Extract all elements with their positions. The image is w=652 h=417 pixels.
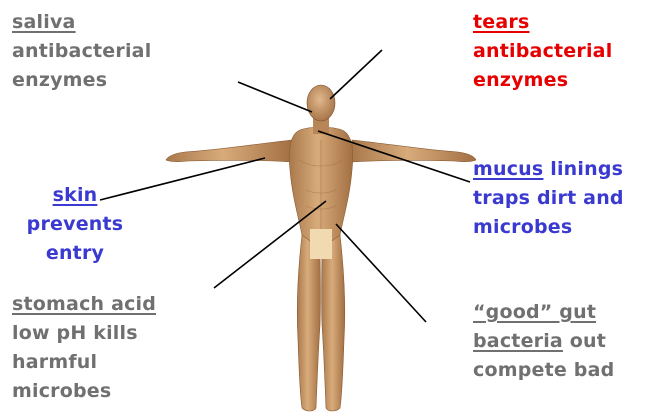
mucus-title-line: mucus linings (473, 155, 624, 184)
skin-line-1: prevents (12, 210, 138, 239)
saliva-line-1: antibacterial (12, 37, 151, 66)
saliva-title: saliva (12, 8, 151, 37)
right-arm (352, 140, 476, 162)
human-figure (166, 85, 476, 411)
gut-line-1: compete bad (473, 356, 614, 385)
left-arm (166, 140, 292, 162)
mucus-title: mucus (473, 158, 543, 180)
stomach-line-1: low pH kills (12, 319, 156, 348)
stomach-title: stomach acid (12, 290, 156, 319)
gut-title: “good” gut (473, 298, 614, 327)
head (307, 85, 335, 121)
pointer-lines (100, 50, 470, 322)
right-leg (322, 235, 345, 411)
left-leg (297, 235, 320, 411)
saliva-line-2: enzymes (12, 66, 151, 95)
gut-title2-rest: out (563, 330, 606, 352)
tears-line-1: antibacterial (473, 37, 612, 66)
tears-line-2: enzymes (473, 66, 612, 95)
mucus-title-rest: linings (543, 158, 623, 180)
gut-title2: bacteria (473, 330, 563, 352)
mucus-label: mucus linings traps dirt and microbes (473, 155, 624, 242)
pointer-gut (336, 224, 426, 322)
pointer-tears (330, 50, 382, 99)
skin-label: skin prevents entry (12, 181, 138, 268)
stomach-acid-label: stomach acid low pH kills harmful microb… (12, 290, 156, 406)
mucus-line-2: microbes (473, 213, 624, 242)
censor-patch (310, 229, 332, 259)
skin-title: skin (12, 181, 138, 210)
stomach-line-2: harmful (12, 348, 156, 377)
gut-bacteria-label: “good” gut bacteria out compete bad (473, 298, 614, 385)
stomach-line-3: microbes (12, 377, 156, 406)
gut-title-line-2: bacteria out (473, 327, 614, 356)
tears-title: tears (473, 8, 612, 37)
tears-label: tears antibacterial enzymes (473, 8, 612, 95)
pointer-saliva (238, 82, 312, 112)
saliva-label: saliva antibacterial enzymes (12, 8, 151, 95)
mucus-line-1: traps dirt and (473, 184, 624, 213)
skin-line-2: entry (12, 239, 138, 268)
